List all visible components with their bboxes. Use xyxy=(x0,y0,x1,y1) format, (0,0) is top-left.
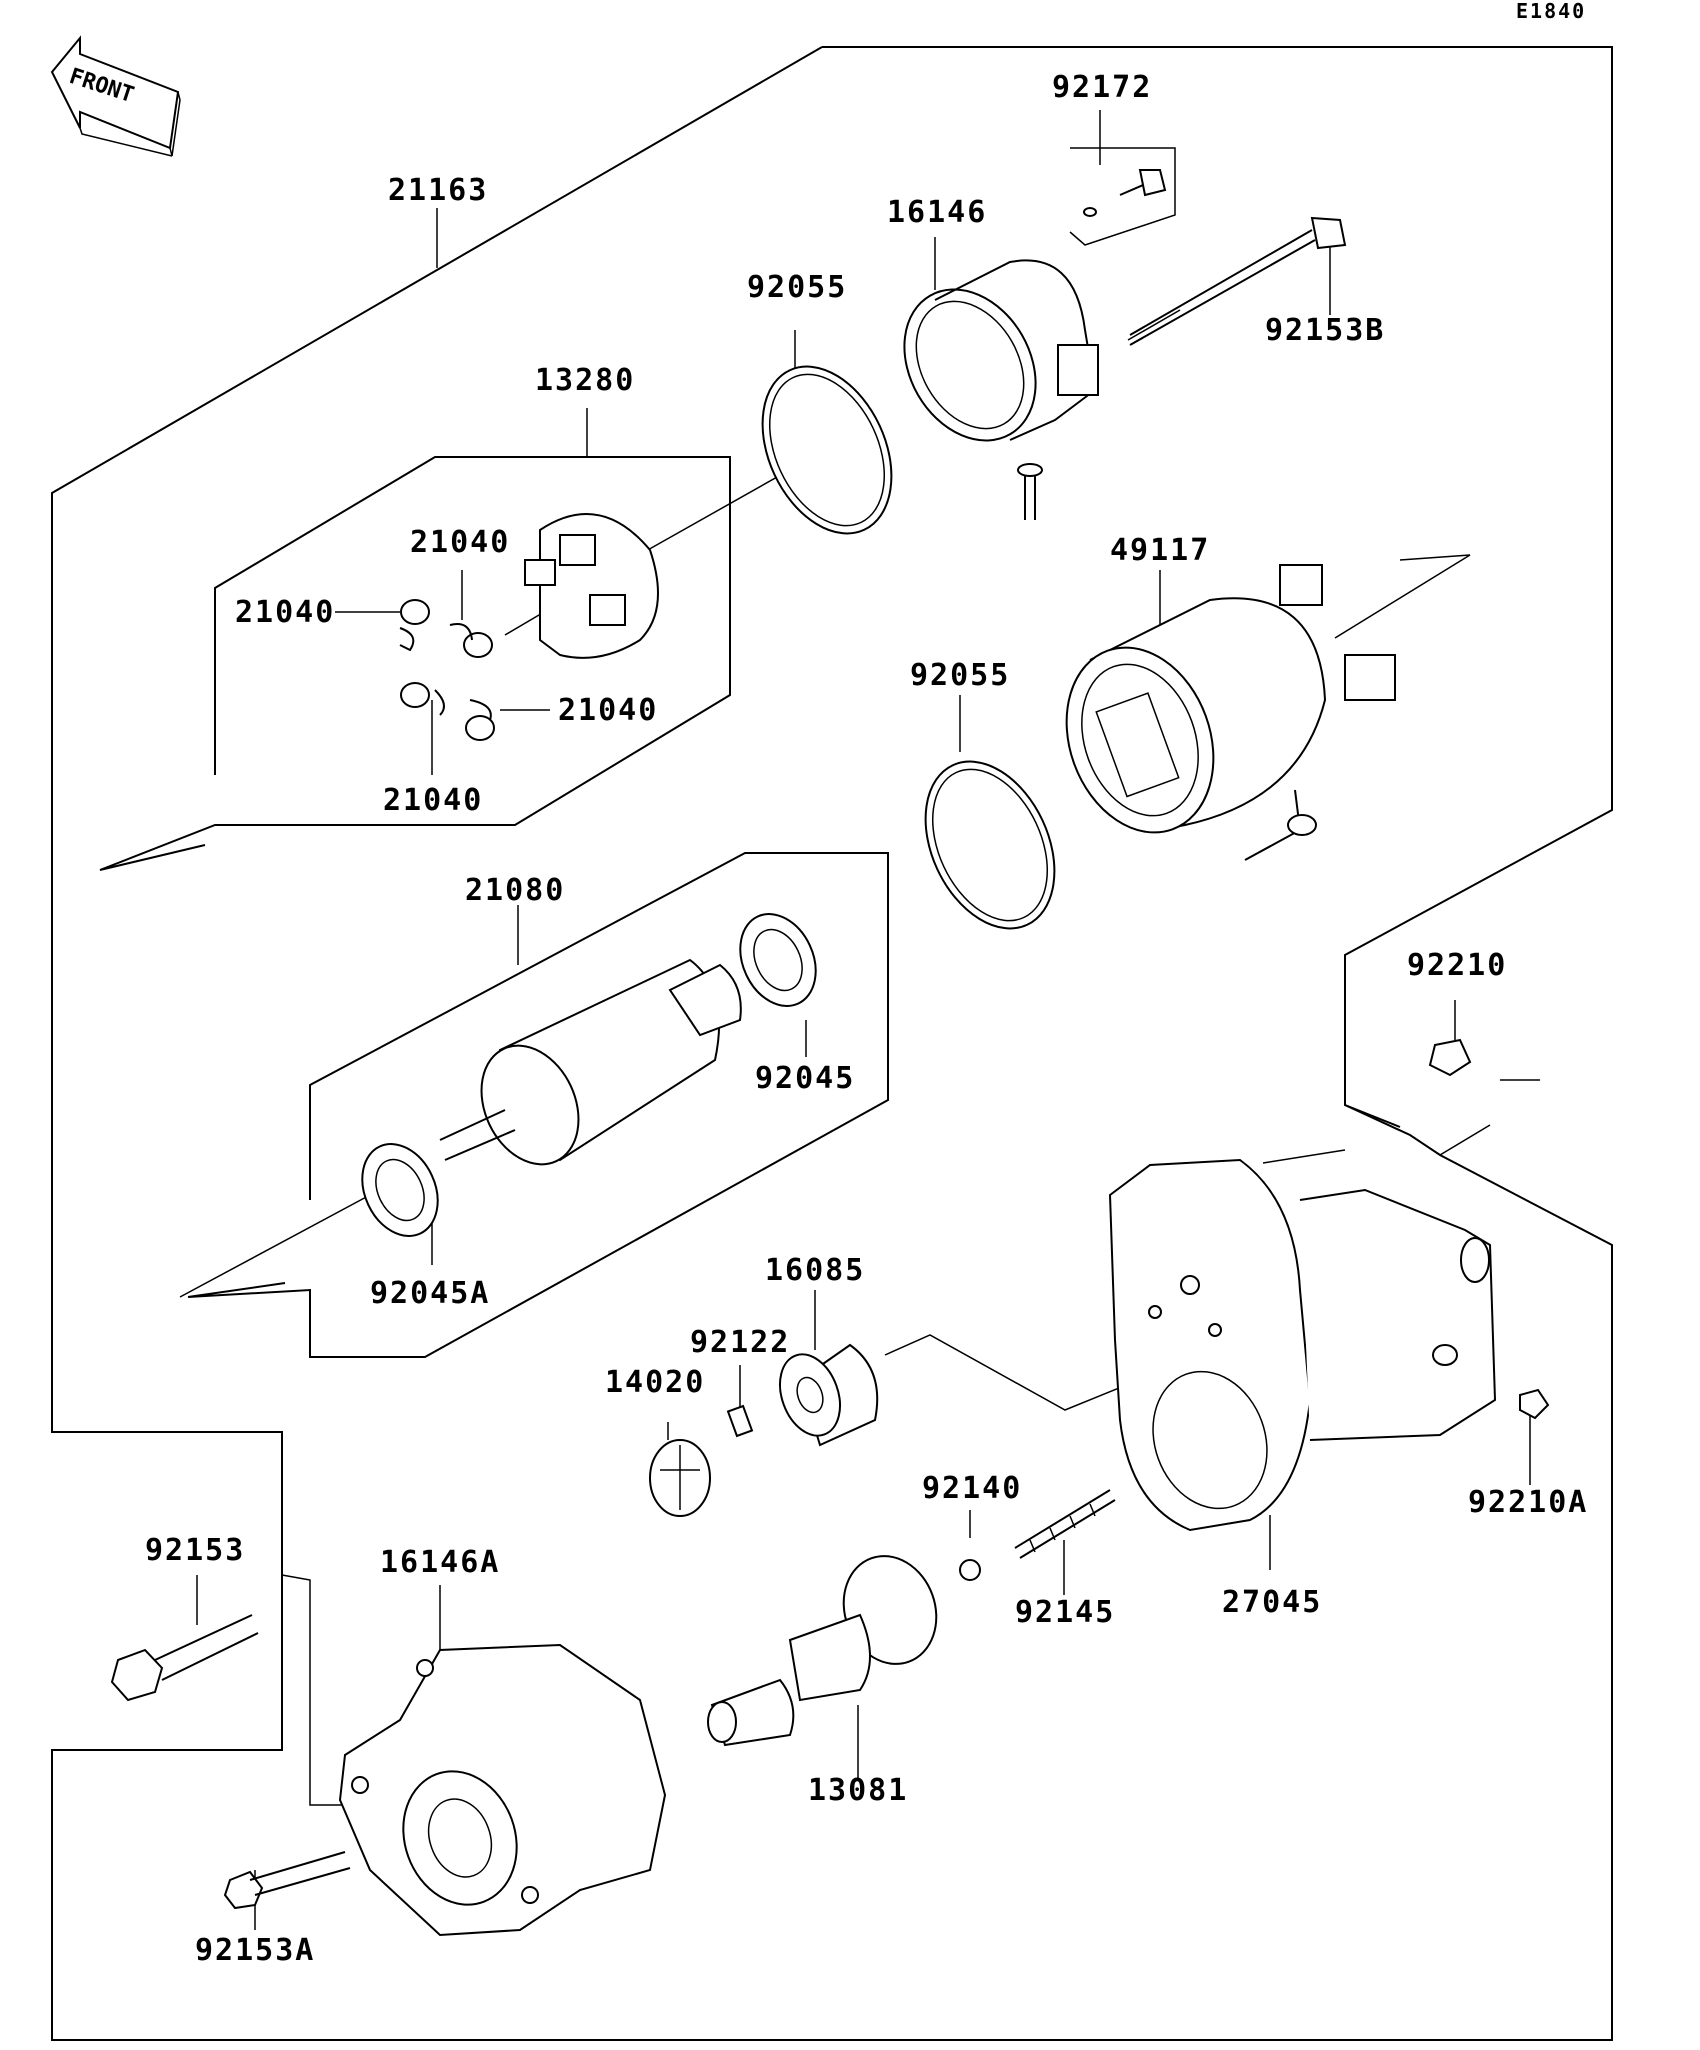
yoke-49117 xyxy=(1065,564,1396,861)
label-92153B: 92153B xyxy=(1265,313,1385,348)
label-21040-right: 21040 xyxy=(558,693,658,728)
front-arrow-icon: FRONT xyxy=(50,35,181,157)
pin-92122 xyxy=(726,1404,754,1438)
label-92045A: 92045A xyxy=(370,1276,490,1311)
clutch-13081 xyxy=(707,1555,938,1747)
label-21040-bottom: 21040 xyxy=(383,783,483,818)
label-92172: 92172 xyxy=(1052,70,1152,105)
label-27045: 27045 xyxy=(1222,1585,1322,1620)
diagram-code: E1840 xyxy=(1516,0,1586,23)
label-21080: 21080 xyxy=(465,873,565,908)
retainer-14020 xyxy=(649,1439,711,1517)
label-92045: 92045 xyxy=(755,1061,855,1096)
nut-92210 xyxy=(1428,1038,1472,1077)
label-21040-top: 21040 xyxy=(410,525,510,560)
label-92210A: 92210A xyxy=(1468,1485,1588,1520)
through-bolt-92153B xyxy=(1127,216,1347,346)
armature-21080 xyxy=(439,958,742,1166)
label-92210: 92210 xyxy=(1407,948,1507,983)
spring-92145 xyxy=(1014,1489,1116,1559)
group-outline-92210 xyxy=(1344,955,1401,1128)
rear-cover-16146 xyxy=(903,259,1099,520)
label-14020: 14020 xyxy=(605,1365,705,1400)
label-92145: 92145 xyxy=(1015,1595,1115,1630)
group-outline-21080 xyxy=(187,852,889,1358)
label-92122: 92122 xyxy=(690,1325,790,1360)
o-ring-92055-lower xyxy=(924,760,1056,930)
label-16085: 16085 xyxy=(765,1253,865,1288)
label-92153A: 92153A xyxy=(195,1933,315,1968)
label-92055-lower: 92055 xyxy=(910,658,1010,693)
steel-ball-92140 xyxy=(959,1559,981,1581)
bolt-92153A xyxy=(223,1851,351,1910)
part-labels: 21163 13280 21040 21040 21040 21040 9205… xyxy=(145,70,1588,1968)
label-49117: 49117 xyxy=(1110,533,1210,568)
brush-springs-21040 xyxy=(399,599,495,741)
assembly-outline-21163 xyxy=(51,46,1613,2041)
label-16146: 16146 xyxy=(887,195,987,230)
group-outline-13280 xyxy=(99,456,731,871)
o-ring-92055-upper xyxy=(761,365,893,535)
bolt-92153 xyxy=(110,1614,259,1702)
bearing-92045 xyxy=(739,913,817,1007)
label-13280: 13280 xyxy=(535,363,635,398)
label-21040-left: 21040 xyxy=(235,595,335,630)
gear-16085 xyxy=(779,1343,879,1447)
label-16146A: 16146A xyxy=(380,1545,500,1580)
front-bracket-16146A xyxy=(338,1643,667,1937)
label-92140: 92140 xyxy=(922,1471,1022,1506)
brush-plate-13280 xyxy=(524,513,659,659)
nut-92210A xyxy=(1519,1388,1550,1420)
label-21163: 21163 xyxy=(388,173,488,208)
label-92055-upper: 92055 xyxy=(747,270,847,305)
bearing-92045A xyxy=(361,1143,439,1237)
label-92153: 92153 xyxy=(145,1533,245,1568)
label-13081: 13081 xyxy=(808,1773,908,1808)
screw-92172 xyxy=(1083,169,1167,217)
housing-27045 xyxy=(1108,1158,1497,1532)
